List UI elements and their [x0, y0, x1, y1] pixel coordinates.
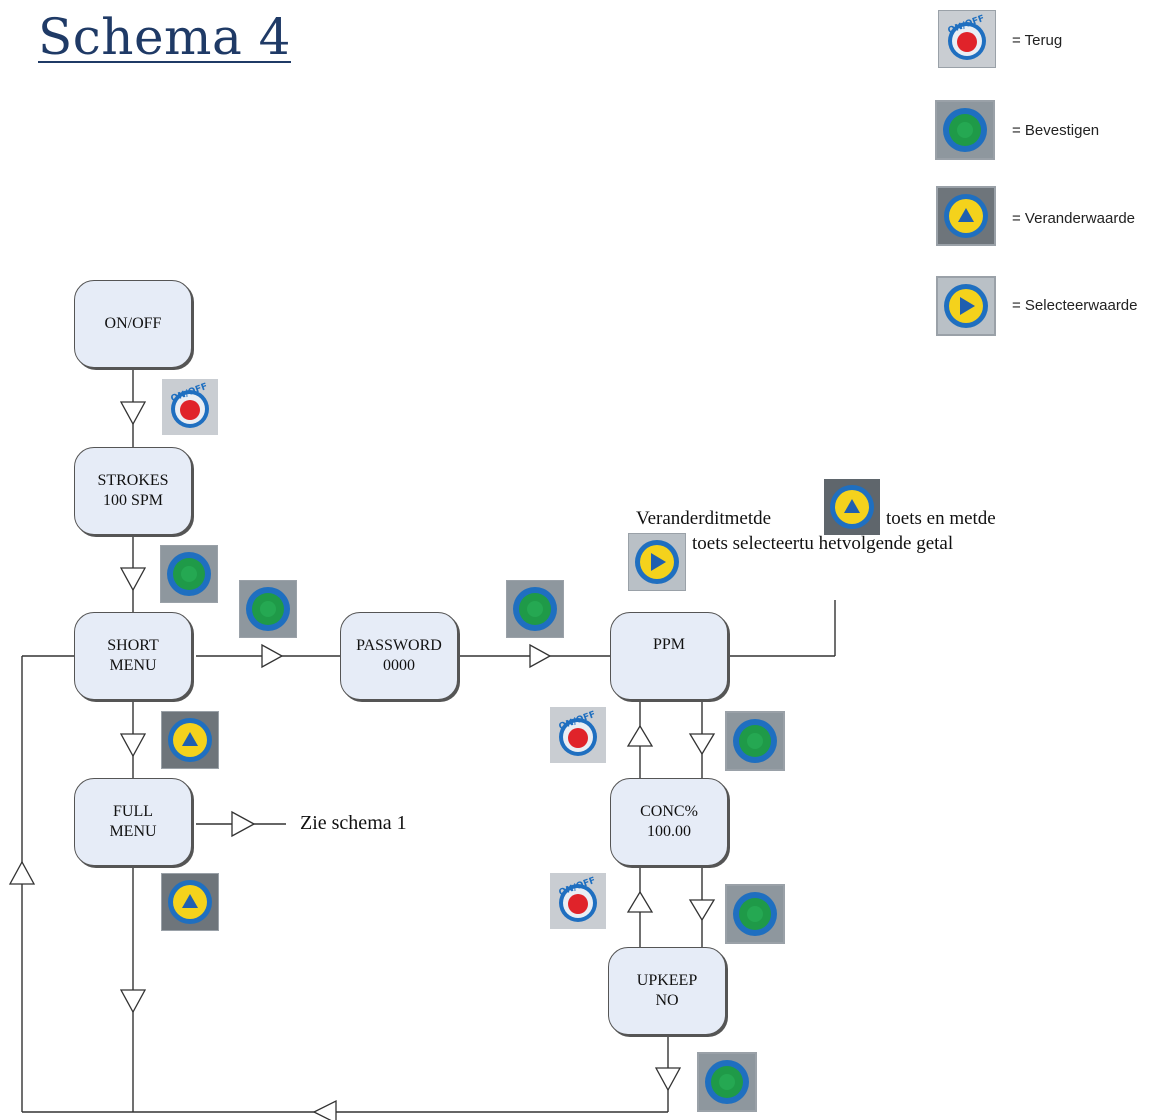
flow-up-arrow-button-icon-2 [161, 873, 219, 931]
arrow-right-2 [529, 643, 552, 669]
arrow-down-1 [119, 401, 147, 426]
node-upkeep-label: UPKEEP [636, 972, 698, 989]
arrow-up-conc-ppm [626, 724, 654, 747]
node-full-menu: FULL MENU [74, 778, 192, 866]
node-ppm-label: PPM [652, 636, 686, 653]
legend-onoff-button-icon: ON/OFF [938, 10, 996, 68]
arrow-down-3 [119, 733, 147, 758]
note-line2: toets selecteertu hetvolgende getal [692, 533, 954, 554]
note-line1-part2: toets en metde [886, 508, 996, 529]
node-upkeep-value: NO [655, 992, 679, 1009]
arrow-down-2 [119, 567, 147, 592]
node-ppm: PPM [610, 612, 728, 700]
flow-onoff-button-icon-3: ON/OFF [550, 873, 606, 929]
flow-onoff-button-icon-2: ON/OFF [550, 707, 606, 763]
flow-up-arrow-button-icon-1 [161, 711, 219, 769]
node-short-menu-line1: SHORT [107, 637, 159, 654]
node-password-value: 0000 [383, 657, 415, 674]
node-upkeep: UPKEEP NO [608, 947, 726, 1035]
legend-label-terug: = Terug [1012, 32, 1063, 49]
node-strokes-value: 100 SPM [102, 492, 164, 509]
node-full-menu-line1: FULL [113, 803, 153, 820]
node-conc-label: CONC% [640, 803, 698, 820]
flow-onoff-button-icon: ON/OFF [162, 379, 218, 435]
node-conc-value: 100.00 [647, 823, 691, 840]
node-short-menu-line2: MENU [109, 657, 157, 674]
node-onoff-label: ON/OFF [104, 315, 162, 332]
legend-right-arrow-button-icon [936, 276, 996, 336]
arrow-right-1 [261, 643, 284, 669]
arrow-down-upkeep [654, 1067, 682, 1092]
legend-label-selecteerwaarde: = Selecteerwaarde [1012, 297, 1138, 314]
node-short-menu: SHORT MENU [74, 612, 192, 700]
flow-enter-button-icon-6 [697, 1052, 757, 1112]
arrow-up-upkeep-conc [626, 890, 654, 913]
flow-enter-button-icon-3 [506, 580, 564, 638]
note-right-arrow-button-icon [628, 533, 686, 591]
note-line1-part1: Veranderditmetde [636, 508, 772, 529]
legend-label-veranderwaarde: = Veranderwaarde [1012, 210, 1136, 227]
arrow-left-bottom [312, 1099, 337, 1120]
node-strokes: STROKES 100 SPM [74, 447, 192, 535]
node-password-label: PASSWORD [356, 637, 442, 654]
node-password: PASSWORD 0000 [340, 612, 458, 700]
legend-label-bevestigen: = Bevestigen [1012, 122, 1100, 139]
node-conc: CONC% 100.00 [610, 778, 728, 866]
zie-schema-label: Zie schema 1 [300, 812, 407, 834]
flow-enter-button-icon-2 [239, 580, 297, 638]
note-up-arrow-button-icon [823, 479, 881, 535]
flow-enter-button-icon-4 [725, 711, 785, 771]
legend-up-arrow-button-icon [936, 186, 996, 246]
node-onoff: ON/OFF [74, 280, 192, 368]
page-title: Schema 4 [38, 8, 291, 66]
legend-enter-button-icon [935, 100, 995, 160]
flow-enter-button-icon-5 [725, 884, 785, 944]
arrow-down-conc-upkeep [688, 899, 716, 922]
arrow-down-4 [119, 989, 147, 1014]
arrow-down-ppm-conc [688, 733, 716, 756]
arrow-up-loop [8, 860, 36, 885]
node-strokes-label: STROKES [97, 472, 169, 489]
node-full-menu-line2: MENU [109, 823, 157, 840]
arrow-right-3 [231, 810, 256, 838]
flow-enter-button-icon-1 [160, 545, 218, 603]
